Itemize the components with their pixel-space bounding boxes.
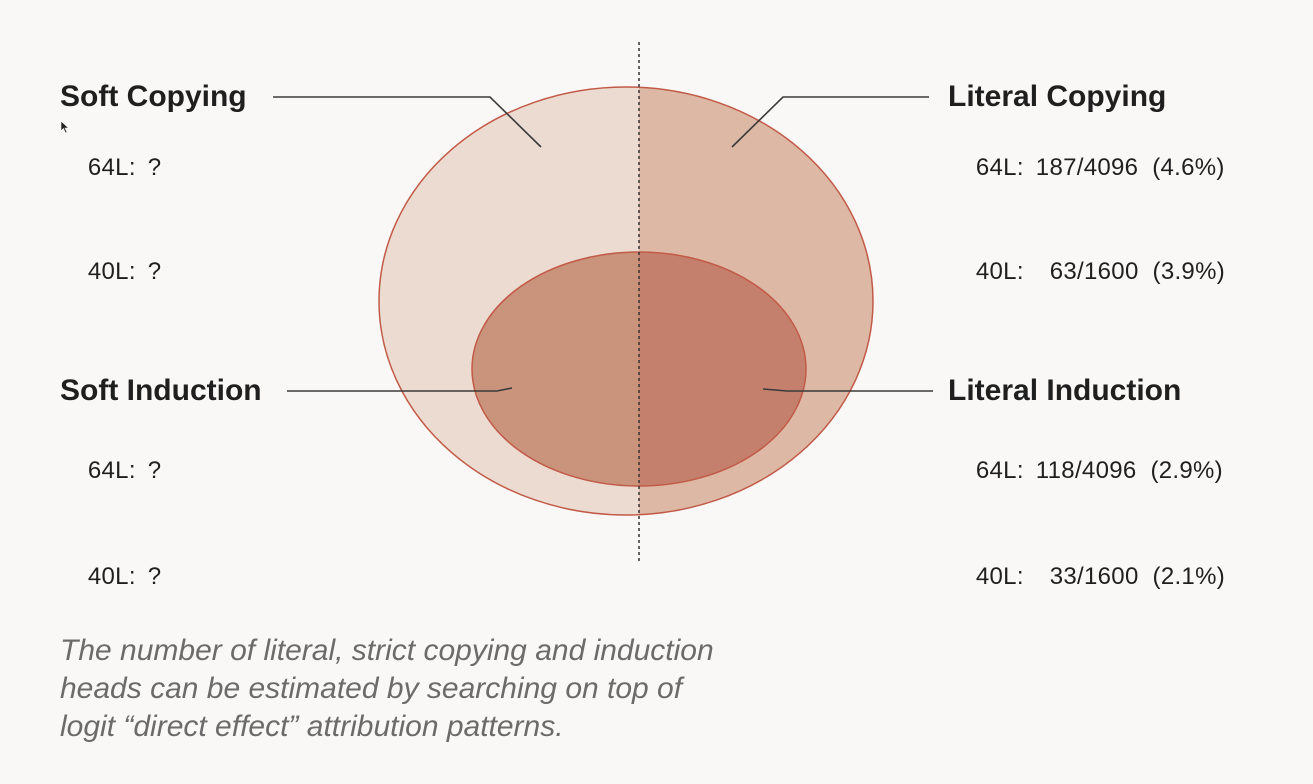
model-label: 40L: bbox=[87, 258, 136, 285]
stat-value: ? bbox=[147, 154, 162, 181]
soft-copying-stat-40l: 40L:? bbox=[60, 224, 247, 320]
literal-induction-stat-40l: 40L: 33/1600 (2.1%) bbox=[948, 529, 1225, 625]
mouse-cursor-icon bbox=[60, 120, 70, 134]
soft-induction-stat-40l: 40L:? bbox=[60, 529, 262, 625]
inner-ellipse-left-half bbox=[472, 252, 639, 486]
stat-value: ? bbox=[147, 457, 162, 484]
stat-value: 187/4096 (4.6%) bbox=[1035, 154, 1225, 181]
caption-line-3: logit “direct effect” attribution patter… bbox=[60, 710, 564, 743]
caption: The number of literal, strict copying an… bbox=[60, 632, 820, 746]
leader-literal-induction bbox=[762, 388, 933, 392]
soft-copying-label: Soft Copying 64L:? 40L:? bbox=[60, 79, 247, 320]
literal-induction-label: Literal Induction 64L: 118/4096 (2.9%) 40… bbox=[948, 373, 1225, 625]
stat-value: ? bbox=[147, 563, 162, 590]
stat-value: 33/1600 (2.1%) bbox=[1035, 563, 1226, 590]
inner-ellipse-induction bbox=[471, 251, 807, 487]
soft-copying-title: Soft Copying bbox=[60, 80, 247, 113]
model-label: 40L: bbox=[975, 258, 1024, 285]
model-label: 64L: bbox=[975, 154, 1024, 181]
inner-ellipse-right-half bbox=[639, 252, 806, 486]
leader-literal-copying bbox=[731, 96, 929, 148]
model-label: 40L: bbox=[975, 563, 1024, 590]
stat-value: 118/4096 (2.9%) bbox=[1035, 457, 1223, 484]
leader-soft-induction bbox=[287, 387, 513, 392]
literal-induction-title: Literal Induction bbox=[948, 374, 1182, 407]
stat-value: ? bbox=[147, 258, 162, 285]
literal-copying-label: Literal Copying 64L: 187/4096 (4.6%) 40L:… bbox=[948, 79, 1225, 320]
model-label: 64L: bbox=[87, 457, 136, 484]
model-label: 40L: bbox=[87, 563, 136, 590]
model-label: 64L: bbox=[87, 154, 136, 181]
leader-soft-copying bbox=[273, 96, 542, 148]
caption-line-1: The number of literal, strict copying an… bbox=[60, 634, 714, 667]
caption-line-2: heads can be estimated by searching on t… bbox=[60, 672, 683, 705]
literal-induction-stat-64l: 64L: 118/4096 (2.9%) bbox=[948, 423, 1225, 519]
soft-induction-label: Soft Induction 64L:? 40L:? bbox=[60, 373, 262, 625]
model-label: 64L: bbox=[975, 457, 1024, 484]
outer-ellipse-border bbox=[378, 86, 874, 516]
soft-induction-title: Soft Induction bbox=[60, 374, 262, 407]
soft-induction-stat-64l: 64L:? bbox=[60, 423, 262, 519]
literal-copying-stat-64l: 64L: 187/4096 (4.6%) bbox=[948, 120, 1225, 216]
literal-copying-stat-40l: 40L: 63/1600 (3.9%) bbox=[948, 224, 1225, 320]
stat-value: 63/1600 (3.9%) bbox=[1035, 258, 1226, 285]
literal-copying-title: Literal Copying bbox=[948, 80, 1167, 113]
soft-copying-stat-64l: 64L:? bbox=[60, 120, 247, 216]
